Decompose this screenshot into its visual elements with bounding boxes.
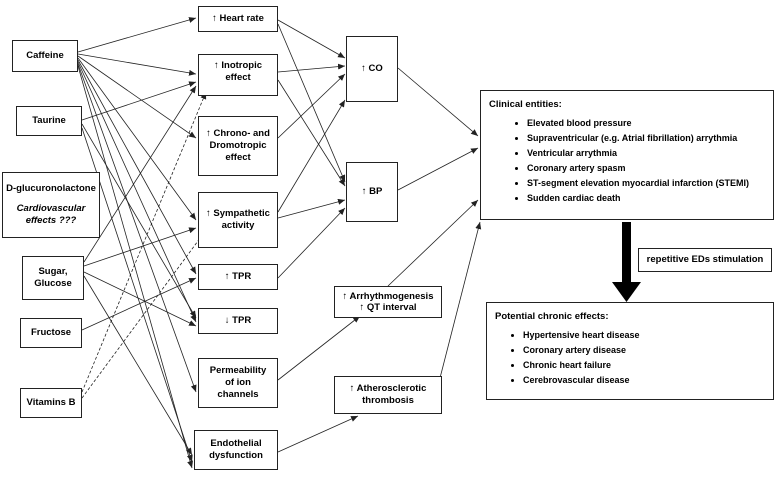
mechanism-tpr-up-label: ↑ TPR bbox=[224, 271, 252, 282]
clinical-entities-list: Elevated blood pressure Supraventricular… bbox=[489, 117, 765, 204]
arrow-vitamins-inotropic bbox=[81, 91, 207, 393]
arrow-atherosclerotic-clinical bbox=[439, 221, 482, 379]
mechanism-chrono-dromotropic: ↑ Chrono- and Dromotropic effect bbox=[198, 116, 278, 176]
arrow-sugar-inotropic bbox=[83, 85, 197, 263]
source-caffeine: Caffeine bbox=[12, 40, 78, 72]
chronic-item: Coronary artery disease bbox=[523, 344, 765, 356]
arrow-tpr-up-bp bbox=[277, 207, 346, 279]
mechanism-chrono-dromotropic-label: ↑ Chrono- and Dromotropic effect bbox=[206, 128, 270, 163]
arrow-caffeine-sympathetic bbox=[77, 57, 197, 221]
arrow-caffeine-chrono bbox=[77, 55, 197, 139]
source-fructose-label: Fructose bbox=[30, 327, 72, 338]
source-sugar-glucose-label: Sugar, Glucose bbox=[34, 266, 72, 289]
arrow-caffeine-endothelial bbox=[77, 65, 193, 469]
outcome-bp-label: ↑ BP bbox=[361, 186, 383, 197]
chronic-item: Hypertensive heart disease bbox=[523, 329, 765, 341]
arrow-taurine-endothelial bbox=[81, 127, 193, 463]
arrow-sugar-sympathetic bbox=[83, 227, 197, 267]
arrow-taurine-tpr-down bbox=[81, 123, 197, 319]
clinical-entities-title: Clinical entities: bbox=[489, 99, 562, 110]
clinical-item: Supraventricular (e.g. Atrial fibrillati… bbox=[527, 132, 765, 144]
arrow-chrono-co bbox=[277, 73, 346, 139]
outcome-arrhythmogenesis: ↑ Arrhythmogenesis ↑ QT interval bbox=[334, 286, 442, 318]
chronic-effects-list: Hypertensive heart disease Coronary arte… bbox=[495, 329, 765, 386]
arrow-inotropic-bp bbox=[277, 79, 346, 187]
chronic-item: Cerebrovascular disease bbox=[523, 374, 765, 386]
repetitive-stimulation-label: repetitive EDs stimulation bbox=[638, 248, 772, 272]
mechanism-inotropic: ↑ Inotropic effect bbox=[198, 54, 278, 96]
arrow-co-clinical bbox=[397, 67, 479, 137]
source-fructose: Fructose bbox=[20, 318, 82, 348]
arrow-taurine-inotropic bbox=[81, 81, 197, 121]
clinical-item: Coronary artery spasm bbox=[527, 162, 765, 174]
clinical-item: Elevated blood pressure bbox=[527, 117, 765, 129]
arrow-endothelial-atherosclerotic bbox=[277, 415, 359, 453]
arrow-sugar-tpr-down bbox=[83, 271, 197, 327]
mechanism-tpr-up: ↑ TPR bbox=[198, 264, 278, 290]
arrow-heart-rate-bp bbox=[277, 23, 346, 183]
outcome-atherosclerotic: ↑ Atherosclerotic thrombosis bbox=[334, 376, 442, 414]
source-vitamins-b-label: Vitamins B bbox=[26, 397, 76, 408]
arrow-sympathetic-bp bbox=[277, 198, 346, 219]
arrow-heart-rate-co bbox=[277, 19, 346, 59]
arrow-sympathetic-co bbox=[277, 99, 346, 213]
source-dglucuronolactone: D-glucuronolactone Cardiovascular effect… bbox=[2, 172, 100, 238]
arrow-arrhythmogenesis-clinical bbox=[387, 199, 479, 287]
outcome-atherosclerotic-label: ↑ Atherosclerotic thrombosis bbox=[349, 383, 427, 406]
mechanism-tpr-down-label: ↓ TPR bbox=[224, 315, 252, 326]
source-dglucuronolactone-label: D-glucuronolactone bbox=[6, 183, 96, 194]
mechanism-permeability: Permeability of ion channels bbox=[198, 358, 278, 408]
arrow-caffeine-heart-rate bbox=[77, 17, 197, 53]
arrow-caffeine-permeability bbox=[77, 63, 197, 393]
thick-arrow-repetitive bbox=[612, 222, 641, 302]
mechanism-inotropic-label: ↑ Inotropic effect bbox=[213, 60, 263, 83]
source-dglucuronolactone-note: Cardiovascular effects ??? bbox=[16, 203, 86, 226]
source-sugar-glucose: Sugar, Glucose bbox=[22, 256, 84, 300]
mechanism-permeability-label: Permeability of ion channels bbox=[209, 365, 267, 400]
source-taurine: Taurine bbox=[16, 106, 82, 136]
repetitive-stimulation-text: repetitive EDs stimulation bbox=[646, 254, 764, 265]
arrow-permeability-arrhythmogenesis bbox=[277, 315, 361, 381]
arrow-sugar-endothelial bbox=[83, 275, 193, 456]
mechanism-endothelial: Endothelial dysfunction bbox=[194, 430, 278, 470]
outcome-bp: ↑ BP bbox=[346, 162, 398, 222]
mechanism-sympathetic: ↑ Sympathetic activity bbox=[198, 192, 278, 248]
arrow-inotropic-co bbox=[277, 63, 346, 73]
clinical-entities-panel: Clinical entities: Elevated blood pressu… bbox=[480, 90, 774, 220]
chronic-item: Chronic heart failure bbox=[523, 359, 765, 371]
source-caffeine-label: Caffeine bbox=[26, 50, 64, 61]
arrow-caffeine-tpr-down bbox=[77, 61, 197, 323]
arrow-caffeine-inotropic bbox=[77, 53, 197, 76]
clinical-item: ST-segment elevation myocardial infarcti… bbox=[527, 177, 765, 189]
mechanism-sympathetic-label: ↑ Sympathetic activity bbox=[206, 208, 270, 231]
outcome-co-label: ↑ CO bbox=[361, 63, 383, 74]
outcome-co: ↑ CO bbox=[346, 36, 398, 102]
source-vitamins-b: Vitamins B bbox=[20, 388, 82, 418]
arrow-fructose-tpr-up bbox=[81, 277, 197, 331]
arrow-vitamins-sympathetic bbox=[81, 221, 213, 399]
mechanism-tpr-down: ↓ TPR bbox=[198, 308, 278, 334]
clinical-item: Sudden cardiac death bbox=[527, 192, 765, 204]
source-taurine-label: Taurine bbox=[32, 115, 66, 126]
mechanism-endothelial-label: Endothelial dysfunction bbox=[209, 438, 263, 461]
arrow-caffeine-tpr-up bbox=[77, 59, 197, 275]
chronic-effects-title: Potential chronic effects: bbox=[495, 311, 609, 322]
chronic-effects-panel: Potential chronic effects: Hypertensive … bbox=[486, 302, 774, 400]
clinical-item: Ventricular arrythmia bbox=[527, 147, 765, 159]
outcome-arrhythmogenesis-label: ↑ Arrhythmogenesis ↑ QT interval bbox=[342, 291, 434, 313]
mechanism-heart-rate-label: ↑ Heart rate bbox=[212, 13, 264, 24]
mechanism-heart-rate: ↑ Heart rate bbox=[198, 6, 278, 32]
arrow-bp-clinical bbox=[397, 147, 479, 191]
